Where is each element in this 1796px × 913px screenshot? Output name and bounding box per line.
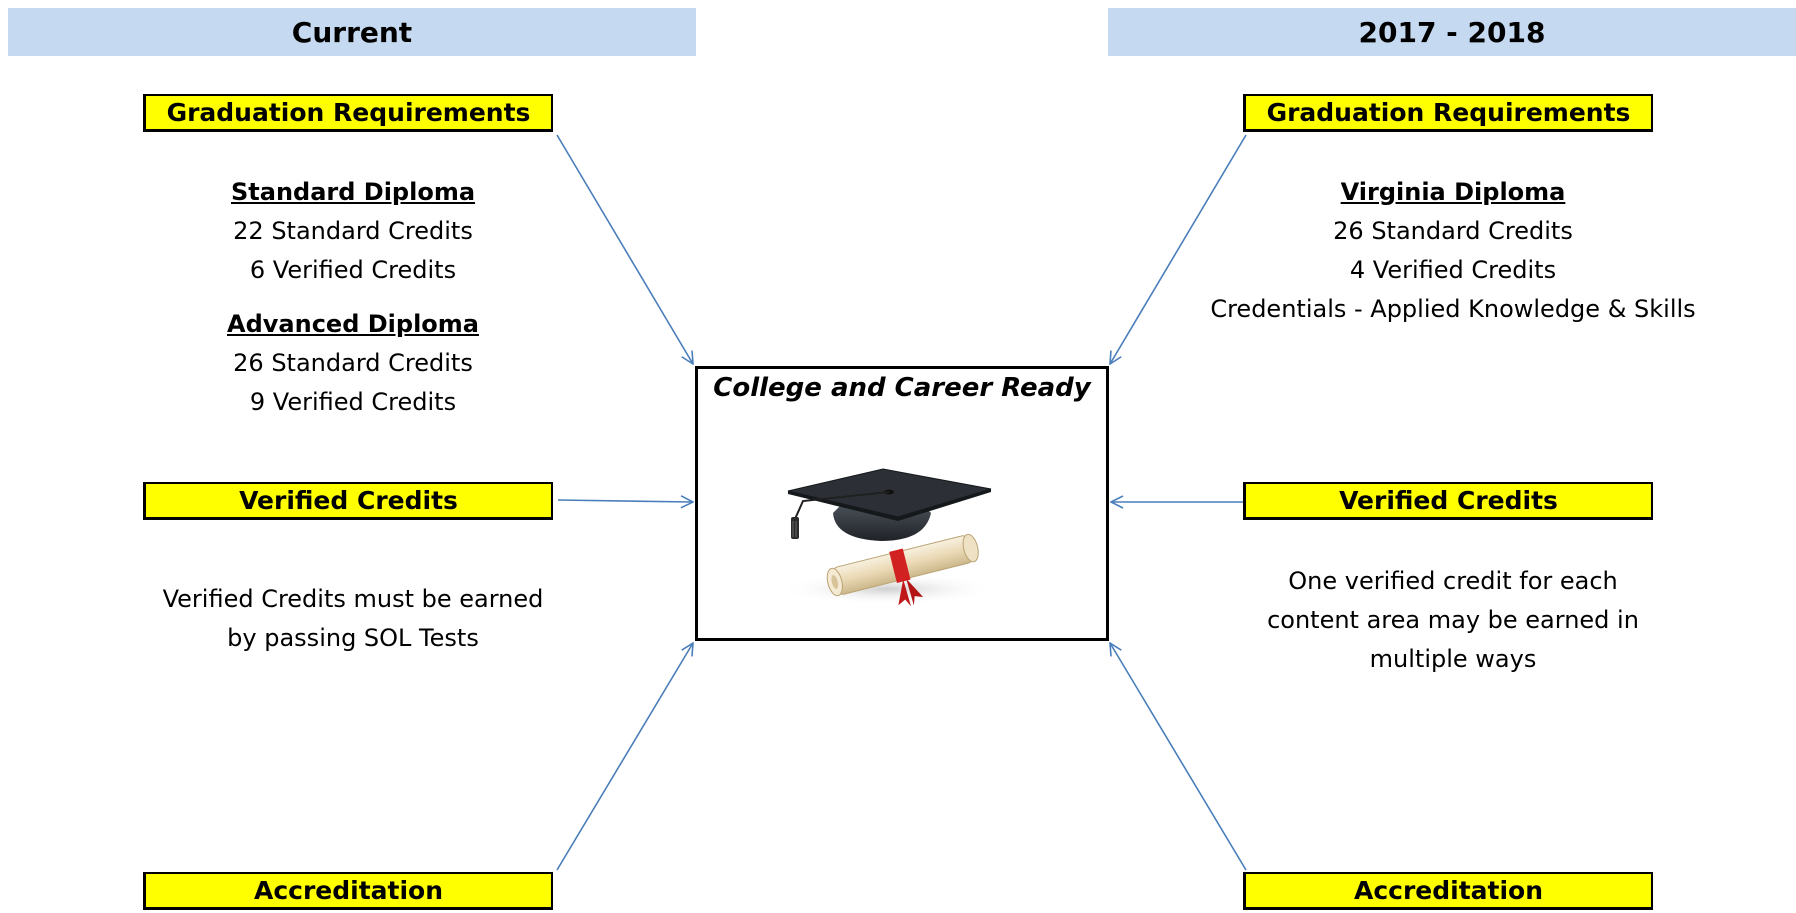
right-verified-line-3: multiple ways [1369,645,1537,673]
right-verified-credits-label: Verified Credits [1243,482,1653,520]
right-accreditation-label: Accreditation [1243,872,1653,910]
graduation-cap-and-diploma-icon [763,461,1013,611]
virginia-diploma-standard-credits: 26 Standard Credits [1333,217,1573,245]
virginia-diploma-credentials: Credentials - Applied Knowledge & Skills [1210,295,1696,323]
right-verified-line-2: content area may be earned in [1267,606,1639,634]
right-verified-line-1: One verified credit for each [1288,567,1618,595]
standard-diploma-title: Standard Diploma [230,178,476,206]
left-graduation-requirements-label: Graduation Requirements [143,94,553,132]
college-career-ready-box: College and Career Ready [695,366,1109,641]
left-verified-credits-text: Verified Credits must be earned by passi… [103,580,603,658]
center-title: College and Career Ready [713,373,1091,403]
left-verified-credits-label: Verified Credits [143,482,553,520]
standard-diploma-standard-credits: 22 Standard Credits [233,217,473,245]
right-graduation-requirements-label: Graduation Requirements [1243,94,1653,132]
advanced-diploma-standard-credits: 26 Standard Credits [233,349,473,377]
left-verified-line-2: by passing SOL Tests [227,624,479,652]
right-diploma-requirements: Virginia Diploma 26 Standard Credits 4 V… [1153,173,1753,329]
left-verified-line-1: Verified Credits must be earned [162,585,544,613]
header-current: Current [8,8,696,56]
left-diploma-requirements: Standard Diploma 22 Standard Credits 6 V… [153,173,553,422]
virginia-diploma-title: Virginia Diploma [1340,178,1566,206]
left-accreditation-label: Accreditation [143,872,553,910]
virginia-diploma-verified-credits: 4 Verified Credits [1349,256,1557,284]
advanced-diploma-title: Advanced Diploma [227,310,479,338]
right-verified-credits-text: One verified credit for each content are… [1203,562,1703,679]
arrow-left-graduation [556,134,693,364]
header-2017-2018: 2017 - 2018 [1108,8,1796,56]
advanced-diploma-verified-credits: 9 Verified Credits [249,388,457,416]
standard-diploma-verified-credits: 6 Verified Credits [249,256,457,284]
arrow-left-accreditation [556,643,693,871]
arrow-left-verified [557,500,693,502]
